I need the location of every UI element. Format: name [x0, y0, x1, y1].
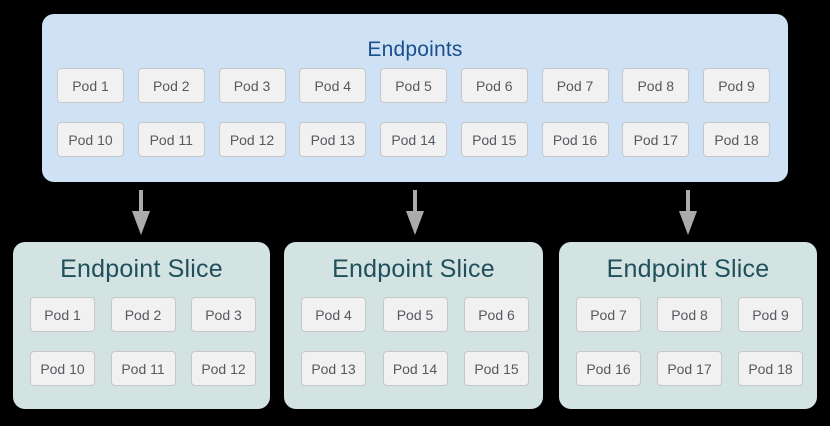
pod-chip: Pod 14: [380, 122, 447, 157]
pod-chip: Pod 6: [464, 297, 529, 332]
endpoint-slice-title: Endpoint Slice: [60, 255, 223, 283]
pod-chip: Pod 11: [137, 122, 205, 157]
pod-chip: Pod 18: [738, 351, 803, 386]
pod-chip: Pod 17: [657, 351, 722, 386]
pod-chip: Pod 1: [30, 297, 95, 332]
endpoints-title: Endpoints: [367, 38, 463, 61]
slice-2-pod-row-1: Pod 4 Pod 5 Pod 6: [301, 297, 529, 332]
endpoints-box: Endpoints Pod 1 Pod 2 Pod 3 Pod 4 Pod 5 Pod 6…: [42, 14, 788, 182]
pod-chip: Pod 9: [703, 68, 770, 103]
pod-chip: Pod 18: [703, 122, 770, 157]
slice-3-pod-row-1: Pod 7 Pod 8 Pod 9: [576, 297, 803, 332]
pod-chip: Pod 13: [301, 351, 366, 386]
pod-chip: Pod 6: [460, 68, 528, 103]
pod-chip: Pod 3: [218, 68, 286, 103]
pod-chip: Pod 10: [57, 122, 124, 157]
pod-chip: Pod 4: [299, 68, 367, 103]
pod-chip: Pod 1: [57, 68, 124, 103]
pod-chip: Pod 2: [110, 297, 176, 332]
pod-chip: Pod 12: [218, 122, 286, 157]
pod-chip: Pod 7: [576, 297, 641, 332]
slice-2-pod-row-2: Pod 13 Pod 14 Pod 15: [301, 351, 529, 386]
slice-1-pod-row-1: Pod 1 Pod 2 Pod 3: [30, 297, 256, 332]
pod-chip: Pod 5: [382, 297, 448, 332]
pod-chip: Pod 8: [657, 297, 722, 332]
pod-chip: Pod 16: [541, 122, 609, 157]
slice-1-pod-row-2: Pod 10 Pod 11 Pod 12: [30, 351, 256, 386]
down-arrow-icon: [678, 190, 698, 235]
pod-chip: Pod 11: [110, 351, 176, 386]
pod-chip: Pod 16: [576, 351, 641, 386]
endpoint-slice-title: Endpoint Slice: [332, 255, 495, 283]
endpoints-pod-row-1: Pod 1 Pod 2 Pod 3 Pod 4 Pod 5 Pod 6 Pod 7 Pod 8…: [57, 68, 770, 103]
pod-chip: Pod 14: [382, 351, 448, 386]
endpoint-slice-title: Endpoint Slice: [606, 255, 770, 283]
pod-chip: Pod 2: [137, 68, 205, 103]
pod-chip: Pod 8: [622, 68, 690, 103]
pod-chip: Pod 9: [738, 297, 803, 332]
pod-chip: Pod 7: [541, 68, 609, 103]
pod-chip: Pod 10: [30, 351, 95, 386]
pod-chip: Pod 17: [622, 122, 690, 157]
down-arrow-icon: [131, 190, 151, 235]
down-arrow-icon: [405, 190, 425, 235]
pod-chip: Pod 12: [191, 351, 256, 386]
pod-chip: Pod 3: [191, 297, 256, 332]
slice-3-pod-row-2: Pod 16 Pod 17 Pod 18: [576, 351, 803, 386]
endpoints-pod-row-2: Pod 10 Pod 11 Pod 12 Pod 13 Pod 14 Pod 15 Pod …: [57, 122, 770, 157]
pod-chip: Pod 5: [380, 68, 447, 103]
pod-chip: Pod 4: [301, 297, 366, 332]
pod-chip: Pod 13: [299, 122, 367, 157]
pod-chip: Pod 15: [464, 351, 529, 386]
pod-chip: Pod 15: [460, 122, 528, 157]
